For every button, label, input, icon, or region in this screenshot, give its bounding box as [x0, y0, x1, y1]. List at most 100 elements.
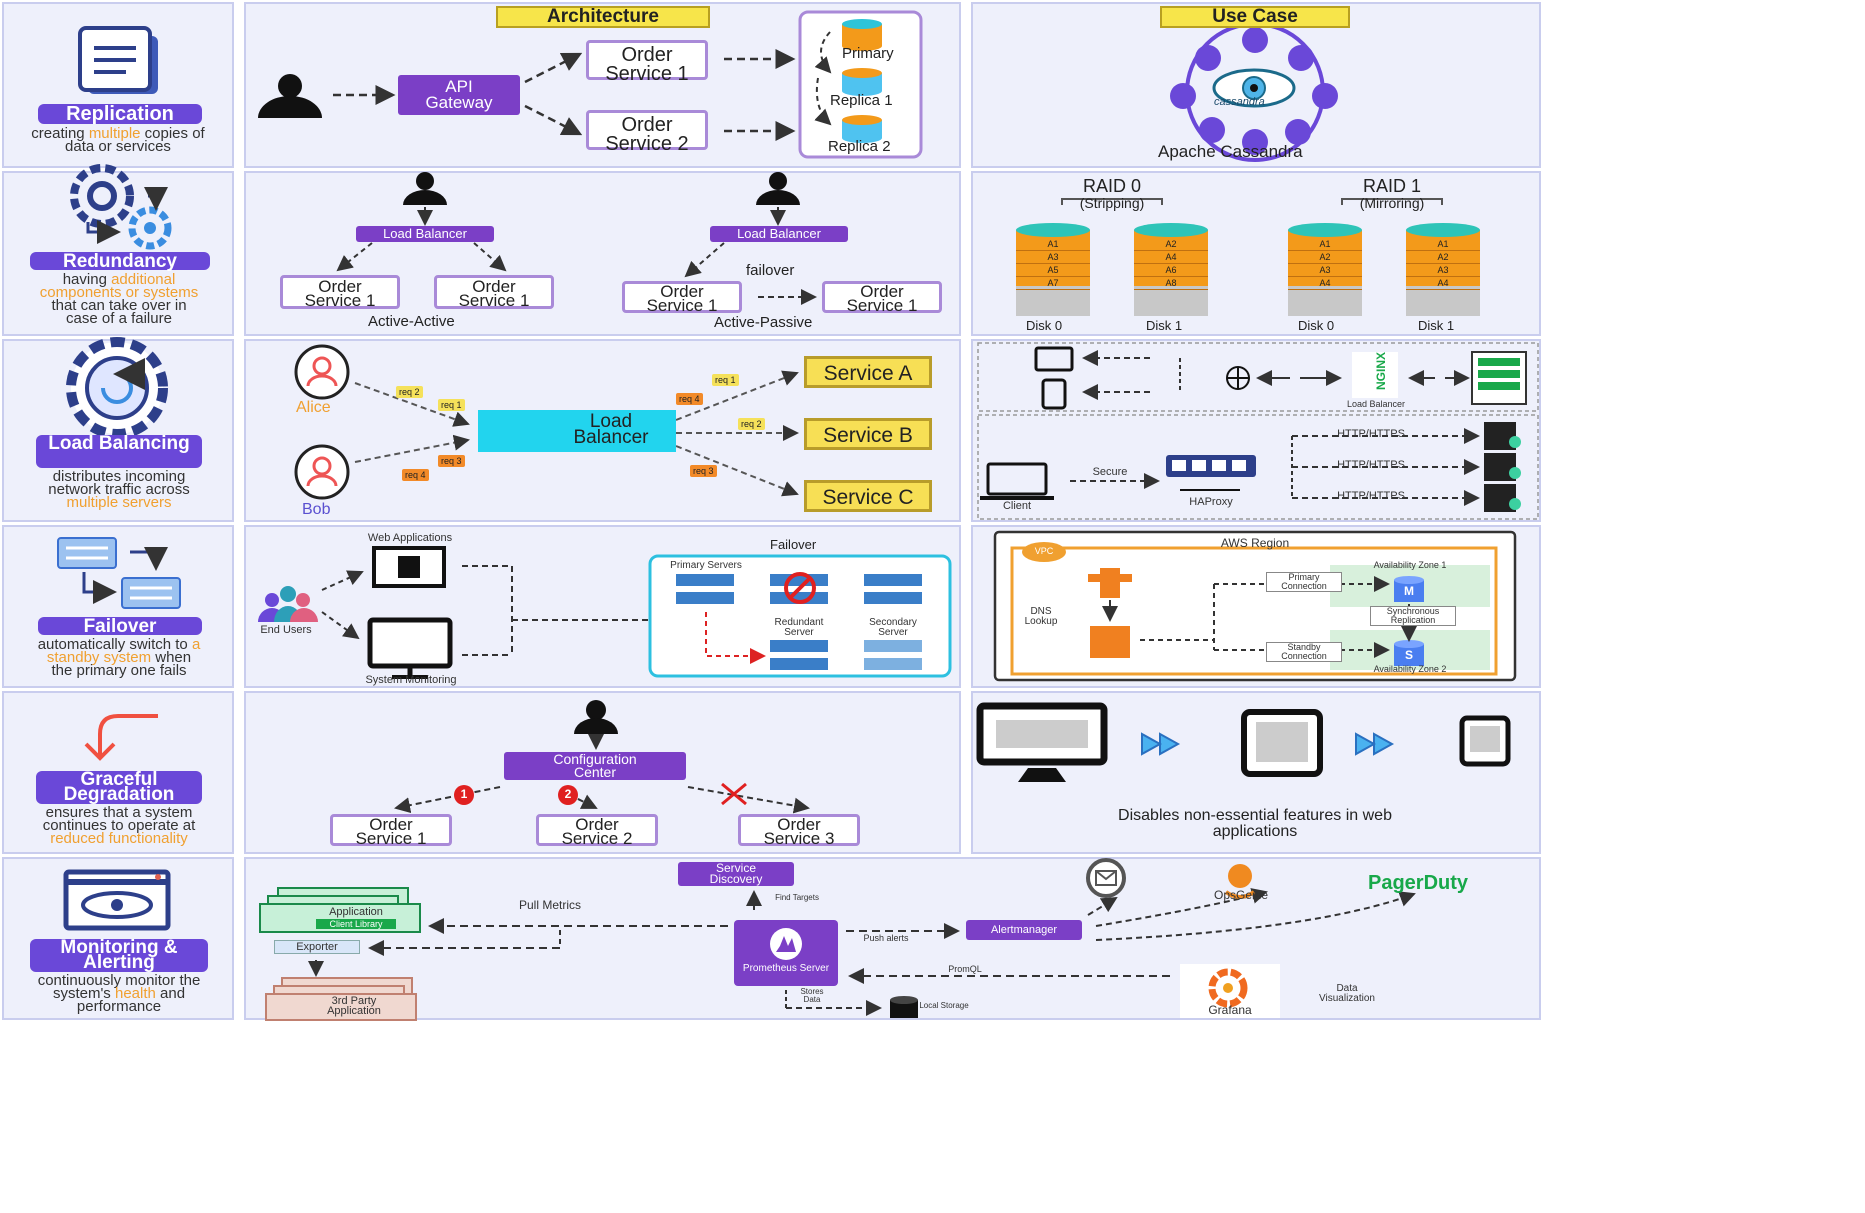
disk-block-label: A1: [1288, 238, 1362, 251]
prometheus-server-label: Prometheus Server: [742, 963, 830, 974]
use-case-header: Use Case: [1160, 6, 1350, 28]
disk-block-label: A4: [1406, 277, 1480, 290]
redundancy-title: Redundancy: [30, 252, 210, 271]
application-label: Application: [329, 906, 383, 918]
standby-connection-label: Standby Connection: [1266, 642, 1342, 662]
find-targets-label: Find Targets: [775, 893, 819, 902]
pagerduty-logo: PagerDuty: [1368, 872, 1469, 894]
architecture-header: Architecture: [496, 6, 710, 28]
dns-lookup-label: DNS Lookup: [1024, 606, 1058, 627]
tablet-icon: [1241, 709, 1323, 777]
email-icon: [1086, 858, 1126, 898]
req-tag: req 4: [676, 393, 703, 405]
load-balancer-box-aa: Load Balancer: [356, 226, 494, 242]
disk0-label: Disk 0: [1298, 318, 1335, 333]
user-icon: [258, 74, 322, 118]
active-passive-label: Active-Passive: [714, 314, 813, 331]
globe-icon: [1226, 366, 1250, 390]
desc-highlight: health: [114, 985, 156, 1002]
disk-block-label: A4: [1134, 251, 1208, 264]
haproxy-label: HAProxy: [1189, 496, 1233, 508]
web-app-window-icon: [372, 546, 446, 588]
prometheus-server-icon: [734, 920, 838, 986]
redundant-server-label: Redundant Server: [774, 617, 824, 638]
service-c-box: Service C: [804, 480, 932, 512]
client-label: Client: [1002, 500, 1032, 512]
service-b-box: Service B: [804, 418, 932, 450]
database-primary-icon: [842, 19, 882, 51]
route53-icon: [1088, 568, 1132, 598]
ec2-instance-icon: [1090, 626, 1130, 658]
alice-label: Alice: [296, 399, 331, 416]
laptop-icon: [980, 462, 1054, 500]
end-users-label: End Users: [260, 624, 312, 636]
grafana-label: Grafana: [1208, 1003, 1252, 1017]
cassandra-ring-diagram: [1170, 22, 1338, 162]
az2-label: Availability Zone 2: [1373, 664, 1447, 674]
primary-server-icons: [676, 574, 922, 604]
step-2-badge: 2: [564, 787, 572, 801]
haproxy-switch-icon: [1166, 455, 1256, 491]
user-icon: [403, 172, 447, 205]
primary-connection-label: Primary Connection: [1266, 572, 1342, 592]
failover-box-title: Failover: [770, 537, 817, 552]
raid0-label: RAID 0 (Stripping): [1062, 176, 1162, 210]
pull-metrics-label: Pull Metrics: [518, 898, 581, 912]
monitor-icon: [367, 617, 453, 679]
primary-db-label: Primary: [842, 45, 894, 62]
service-a-box: Service A: [804, 356, 932, 388]
gears-icon: [70, 164, 172, 250]
nginx-logo: NGINX: [1374, 351, 1389, 391]
load-balancer-label: Load Balancer: [573, 411, 649, 448]
order-service-3-box: Order Service 3: [738, 814, 860, 847]
push-alerts-label: Push alerts: [863, 933, 909, 943]
load-balancer-box-ap: Load Balancer: [710, 226, 848, 242]
data-visualization-label: Data Visualization: [1319, 983, 1375, 1004]
system-monitoring-label: System Monitoring: [365, 674, 457, 686]
eye-window-icon: [63, 869, 171, 931]
order-service-1-box: Order Service 1: [822, 281, 942, 314]
redundant-server-icon: [770, 640, 828, 670]
web-applications-label: Web Applications: [367, 532, 453, 544]
grafana-icon: [1180, 964, 1280, 1018]
failed-server-icon: [784, 572, 816, 604]
disk0-label: Disk 0: [1026, 318, 1063, 333]
server-icon: [1484, 453, 1521, 481]
req-tag: req 1: [712, 374, 739, 386]
order-service-1-box: Order Service 1: [330, 814, 452, 847]
disk-block-label: A4: [1288, 277, 1362, 290]
order-service-1-box: Order Service 1: [586, 40, 708, 84]
third-party-stack-icon: [265, 977, 417, 1021]
req-tag: req 3: [438, 455, 465, 467]
disabled-x-icon: [721, 782, 747, 806]
desc-highlight: multiple: [88, 125, 141, 142]
order-service-1-box: Order Service 1: [434, 275, 554, 309]
graceful-degradation-description: ensures that a system continues to opera…: [30, 805, 208, 847]
monitoring-alerting-title: Monitoring & Alerting: [30, 938, 208, 972]
cassandra-label: Apache Cassandra: [1158, 142, 1303, 161]
replication-title: Replication: [38, 104, 202, 124]
load-balancing-title: Load Balancing: [36, 434, 202, 468]
alice-avatar-icon: [294, 344, 350, 400]
disk-block-label: A2: [1288, 251, 1362, 264]
promql-label: PromQL: [948, 964, 982, 974]
secondary-server-icon: [864, 640, 922, 670]
desc-highlight: a standby system: [46, 636, 201, 666]
order-service-1-box: Order Service 1: [622, 281, 742, 314]
az1-label: Availability Zone 1: [1373, 560, 1447, 570]
graceful-degradation-title: Graceful Degradation: [36, 770, 202, 804]
desc-highlight: additional components or systems: [39, 271, 199, 301]
local-storage-label: Local Storage: [919, 1001, 969, 1010]
database-replica2-icon: [842, 115, 882, 143]
req-tag: req 2: [738, 418, 765, 430]
disk-block-label: A3: [1016, 251, 1090, 264]
primary-servers-label: Primary Servers: [670, 560, 742, 571]
local-storage-icon: [890, 996, 918, 1018]
failover-title: Failover: [38, 617, 202, 636]
user-icon: [574, 700, 618, 734]
server-icon: [1484, 484, 1521, 512]
replica1-db-label: Replica 1: [830, 92, 893, 109]
raid1-label: RAID 1 (Mirroring): [1342, 176, 1442, 210]
opsgenie-label: OpsGenie: [1213, 888, 1269, 902]
desc-highlight: reduced functionality: [50, 830, 188, 847]
